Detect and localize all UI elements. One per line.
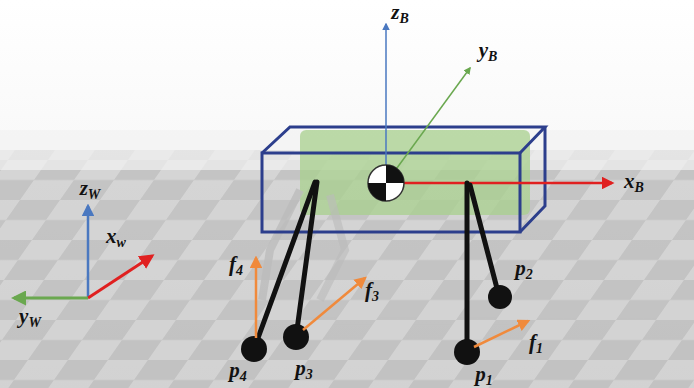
axis-label: p3 [295, 358, 313, 382]
axis-label: yB [479, 40, 498, 64]
axis-label: f1 [529, 332, 543, 356]
axis-label: p2 [515, 258, 533, 282]
axis-label: f3 [365, 280, 379, 304]
axis-label: yW [19, 306, 41, 330]
axis-label: xw [106, 226, 126, 250]
axis-label: p4 [229, 360, 247, 384]
axis-label: xB [624, 171, 644, 195]
axis-label: zW [80, 178, 101, 202]
axis-label: p1 [475, 364, 493, 388]
axis-label: zB [391, 2, 409, 26]
axis-label: f4 [229, 254, 243, 278]
